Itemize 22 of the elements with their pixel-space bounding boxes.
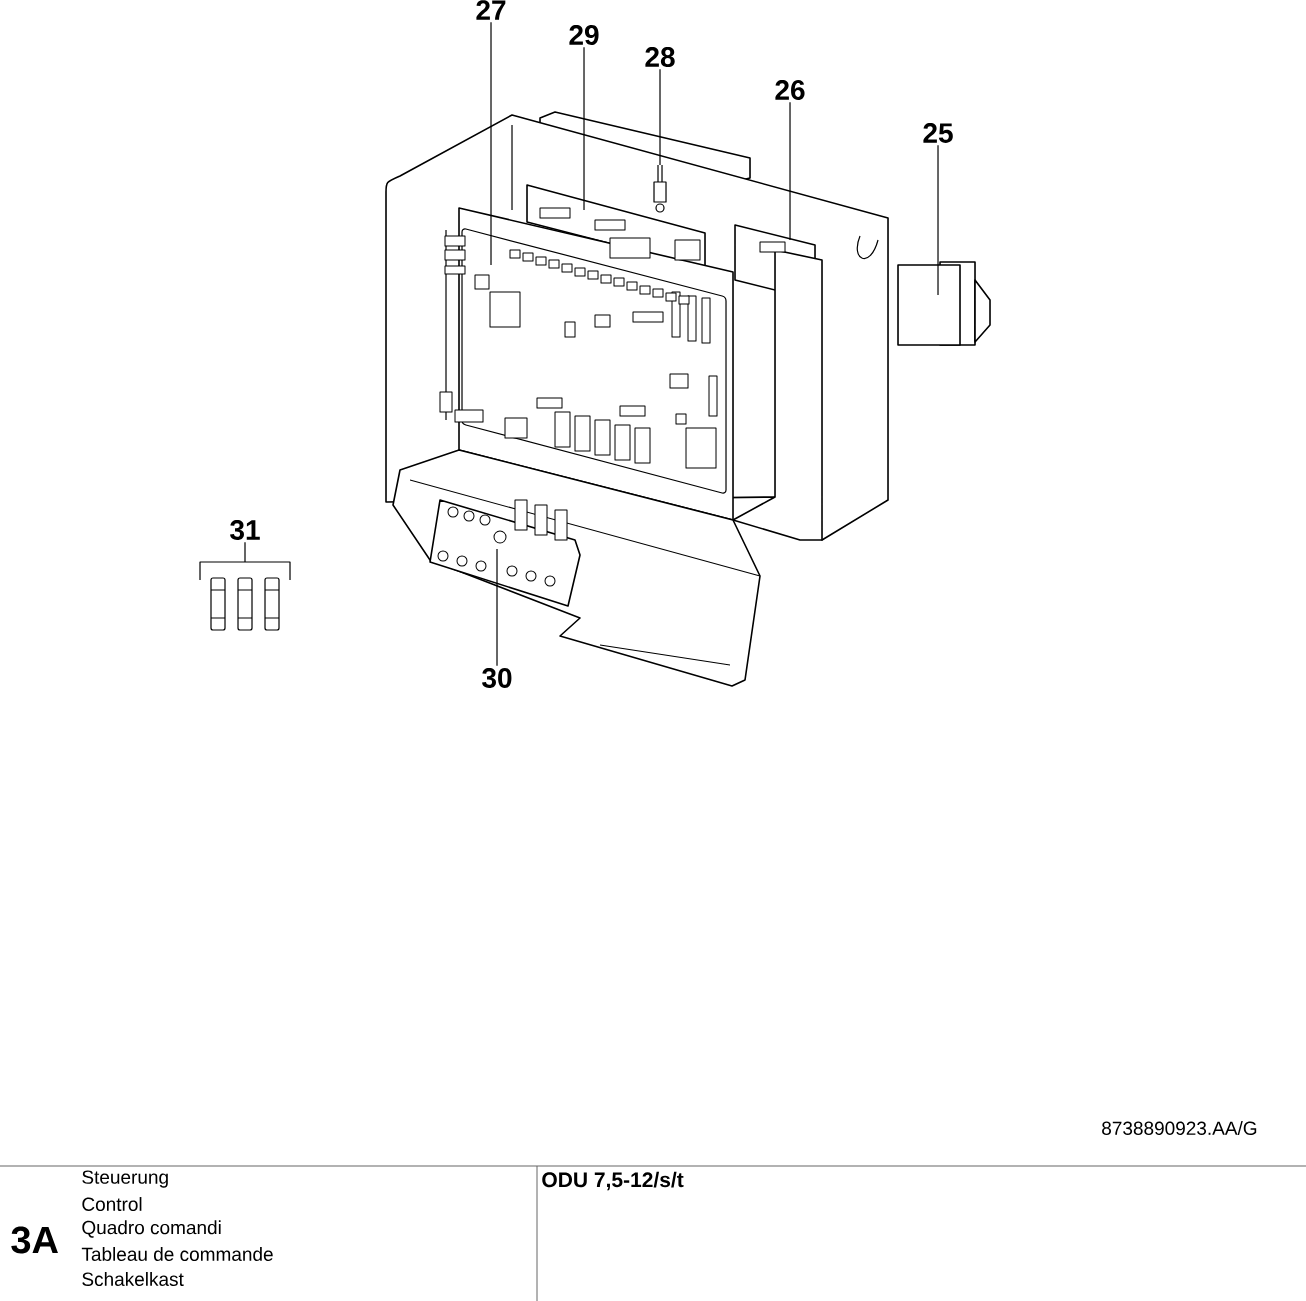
callout-number: 31 [230,520,260,540]
leader-line [490,21,492,266]
page-code: 3A [11,1226,58,1254]
section-title: Quadro comandi [82,1220,221,1238]
drawing-number: 8738890923.AA/G [1102,1121,1257,1135]
leader-line [937,144,939,296]
callout-number: 28 [645,47,675,67]
section-title: Steuerung [82,1170,168,1188]
callout-number: 29 [569,25,599,45]
leader-line [789,101,791,241]
callout-number: 25 [923,123,953,143]
model-title: ODU 7,5-12/s/t [542,1171,684,1191]
leader-line [583,46,585,211]
callout-number: 27 [476,0,506,20]
section-title: Schakelkast [82,1272,184,1286]
section-title: Control [82,1197,142,1211]
callout-number: 26 [775,80,805,100]
leader-line [496,548,498,667]
leader-line [659,68,661,166]
section-title: Tableau de commande [81,1247,273,1261]
callout-number: 30 [482,668,512,688]
leader-line [199,541,291,581]
